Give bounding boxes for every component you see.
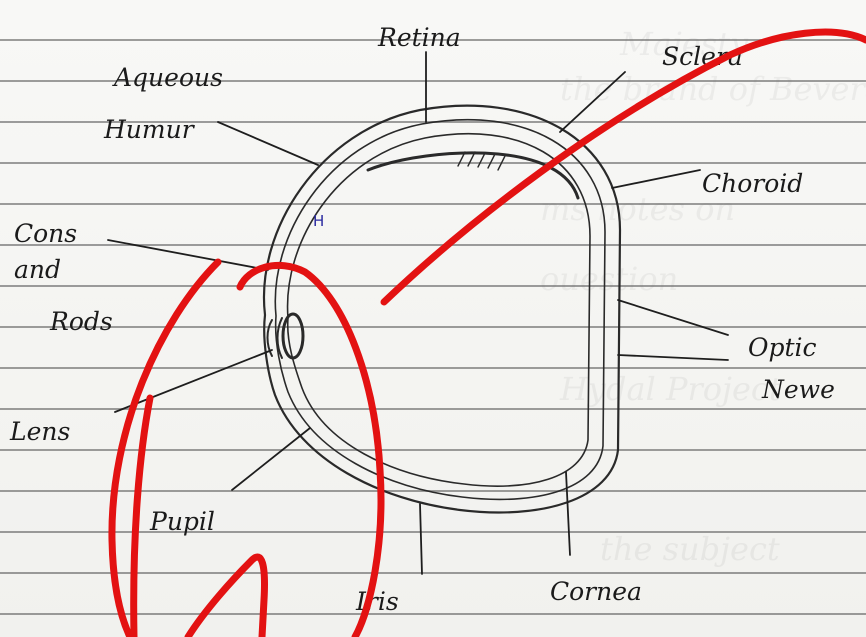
label-optic-1: Optic [748,333,817,362]
label-pupil: Pupil [149,507,215,536]
outer-eye-outline [264,106,620,513]
label-cornea: Cornea [550,577,642,606]
choroid-leader [612,170,700,188]
red-outer-loop [112,262,218,637]
label-aqueous-1: Aqueous [112,63,223,92]
label-cones-3: Rods [49,307,113,336]
label-iris: Iris [355,587,399,616]
label-lens: Lens [9,417,70,446]
lens-shape [283,314,303,358]
inner-mark: H [313,212,324,230]
lens-leader [115,350,272,412]
eyeball-sketch [264,106,620,513]
middle-eye-outline [275,120,605,500]
lens-back [268,318,283,358]
optic-leader-bottom [618,355,728,360]
retina-layer [368,153,578,198]
optic-leader-top [618,300,728,335]
label-cones-1: Cons [14,219,77,248]
label-optic-2: Newe [761,375,835,404]
label-retina: Retina [377,23,461,52]
aqueous-leader [218,122,318,165]
label-cones-2: and [14,255,61,284]
cones-leader [108,240,268,270]
red-left-line [134,398,150,637]
leader-lines [108,52,728,574]
pupil-leader [232,428,310,490]
iris-leader [420,504,422,574]
inner-eye-outline [288,134,590,486]
label-choroid: Choroid [702,169,803,198]
red-check-stroke [188,557,265,637]
cornea-leader [566,472,570,555]
label-aqueous-2: Humur [103,115,196,144]
